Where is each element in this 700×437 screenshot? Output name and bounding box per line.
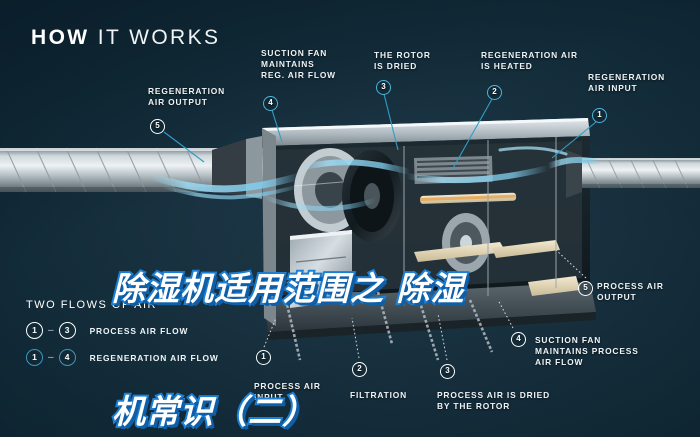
callout-label-line: MAINTAINS PROCESS [535, 346, 639, 357]
callout-marker-regeneration-air-input[interactable]: 1 [592, 108, 607, 123]
callout-label-line: SUCTION FAN [535, 335, 602, 345]
callout-label-filtration: FILTRATION [350, 390, 407, 401]
callout-label-line: AIR OUTPUT [148, 97, 208, 108]
callout-label-line: REG. AIR FLOW [261, 70, 336, 81]
control-box [290, 230, 352, 308]
callout-label-line: PROCESS AIR [597, 281, 664, 291]
legend-dash: – [48, 352, 54, 363]
legend-marker-to: 4 [58, 349, 76, 366]
overlay-line-2: 机常识（二） [110, 390, 317, 433]
callout-marker-process-air-input[interactable]: 1 [256, 350, 271, 365]
airflow-ribbons [146, 146, 603, 212]
dehumidifier-cabinet [262, 118, 596, 340]
callout-label-line: SUCTION FAN [261, 48, 328, 58]
callout-label-line: AIR INPUT [588, 83, 638, 94]
callout-marker-suction-fan-process[interactable]: 4 [511, 332, 526, 347]
regeneration-heater [420, 192, 517, 204]
callout-marker-suction-fan-regeneration[interactable]: 4 [263, 96, 278, 111]
air-vanes [414, 240, 580, 296]
overlay-headline: 除湿机适用范围之 除湿 机常识（二） [110, 186, 465, 437]
legend-row-process-air-flow: 1–3 PROCESS AIR FLOW [26, 322, 219, 339]
title-light: IT WORKS [97, 26, 221, 49]
desiccant-rotor [342, 150, 402, 242]
legend-marker-from: 1 [26, 349, 43, 366]
callout-label-line: REGENERATION [588, 72, 666, 82]
page-title: HOW IT WORKS [31, 26, 220, 50]
callout-label-line: THE ROTOR [374, 50, 431, 60]
legend-marker-to: 3 [58, 322, 76, 339]
legend-dash: – [48, 325, 54, 336]
callout-label-line: MAINTAINS [261, 59, 315, 70]
callout-label-line: IS DRIED [374, 61, 418, 72]
callout-marker-filtration[interactable]: 2 [352, 362, 367, 377]
legend-row-regeneration-air-flow: 1–4 REGENERATION AIR FLOW [26, 349, 219, 366]
callout-label-line: REGENERATION AIR [481, 50, 578, 60]
callout-marker-process-air-is-dried[interactable]: 3 [440, 364, 455, 379]
overlay-line-1: 除湿机适用范围之 除湿 [110, 267, 465, 310]
callout-label-line: FILTRATION [350, 390, 408, 400]
callout-label-line: PROCESS AIR [254, 381, 321, 391]
callout-label-line: BY THE ROTOR [437, 401, 511, 412]
callout-label-line: AIR FLOW [535, 357, 584, 368]
legend-marker-from: 1 [26, 322, 43, 339]
callout-label-line: PROCESS AIR IS DRIED [437, 390, 551, 400]
title-strong: HOW [31, 26, 90, 49]
callout-marker-the-rotor-is-dried[interactable]: 3 [376, 80, 391, 95]
legend-label: REGENERATION AIR FLOW [89, 352, 219, 363]
callout-label-line: IS HEATED [481, 61, 533, 72]
legend-label: PROCESS AIR FLOW [89, 325, 189, 336]
callout-marker-process-air-output[interactable]: 5 [578, 281, 593, 296]
callout-label-line: INPUT [254, 392, 284, 403]
flex-hoses [284, 291, 494, 361]
legend-heading: TWO FLOWS OF AIR [26, 299, 157, 311]
callout-marker-regeneration-air-output[interactable]: 5 [150, 119, 165, 134]
callout-marker-regeneration-air-is-heated[interactable]: 2 [487, 85, 502, 100]
callout-label-line: REGENERATION [148, 86, 226, 96]
callout-label-line: OUTPUT [597, 292, 637, 303]
